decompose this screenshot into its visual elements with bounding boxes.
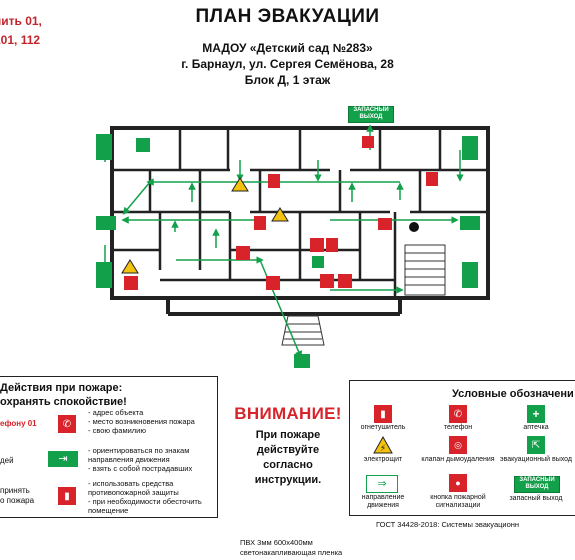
- legend-fire-extinguisher-icon: ▮: [374, 405, 392, 423]
- actions-heading-line2: охранять спокойствие!: [0, 396, 127, 408]
- call-item-2: - место возникновения пожара: [88, 417, 195, 426]
- evacuation-routes: [101, 124, 464, 359]
- legend-phone-icon: ✆: [449, 405, 467, 423]
- extinguish-instructions: - использовать средства противопожарной …: [88, 479, 202, 515]
- warning-line2: действуйте: [256, 444, 320, 456]
- call-label: ефону 01: [0, 419, 37, 428]
- actions-heading: Действия при пожаре: охранять спокойстви…: [0, 381, 127, 409]
- legend-label-first-aid: аптечка: [523, 424, 549, 431]
- extinguish-label-line2: о пожара: [0, 496, 35, 505]
- address: г. Барнаул, ул. Сергея Семёнова, 28: [181, 57, 394, 71]
- actions-heading-line1: Действия при пожаре:: [0, 382, 123, 394]
- call-instructions: - адрес объекта - место возникновения по…: [88, 408, 195, 435]
- footer-standard: ГОСТ 34428-2018: Системы эвакуационн: [376, 520, 520, 529]
- call-item-3: - свою фамилию: [88, 426, 146, 435]
- footer-material-line1: ПВХ 3мм 600х400мм: [240, 538, 313, 547]
- svg-text:⚡: ⚡: [380, 444, 386, 454]
- evacuate-item-3: - взять с собой пострадавших: [88, 464, 193, 473]
- org-name: МАДОУ «Детский сад №283»: [202, 41, 373, 55]
- legend-first-aid-icon: +: [527, 405, 545, 423]
- electrical-markers: [121, 177, 289, 274]
- exit-sign-line2: ВЫХОД: [359, 114, 383, 120]
- extinguish-label: принять о пожара: [0, 486, 34, 506]
- inner-walls: [112, 128, 488, 298]
- extinguish-label-line1: принять: [0, 486, 30, 495]
- warning-text: При пожаре действуйте согласно инструкци…: [228, 428, 348, 488]
- exit-sign-line1: ЗАПАСНЫЙ: [353, 107, 389, 113]
- stairs: [281, 244, 446, 346]
- first-aid-marker: [312, 256, 324, 268]
- emergency-exit-sign: ЗАПАСНЫЙ ВЫХОД: [348, 106, 394, 123]
- legend-evacuation-exit-icon: ⇱: [527, 436, 545, 454]
- fire-actions-panel: [0, 376, 218, 518]
- header-left-fragment: нить 01, 101, 112: [0, 12, 42, 50]
- evacuate-instructions: - ориентироваться по знакам направления …: [88, 446, 192, 473]
- evacuation-arrow-icon: ⇥: [48, 451, 78, 467]
- legend-label-electrical: электрощит: [363, 456, 403, 463]
- header-subtitle: МАДОУ «Детский сад №283» г. Барнаул, ул.…: [0, 40, 575, 88]
- legend-direction-arrow-icon: ⇒: [366, 475, 398, 493]
- legend-label-evac-exit: эвакуационный выход: [500, 456, 572, 463]
- legend-alarm-button-icon: ●: [449, 474, 467, 492]
- footer-material: ПВХ 3мм 600х400мм светонакапливающая пле…: [240, 538, 342, 558]
- legend-exit-sign-line1: ЗАПАСНЫЙ: [519, 477, 555, 483]
- call-item-1: - адрес объекта: [88, 408, 144, 417]
- extinguish-item-2: противопожарной защиты: [88, 488, 179, 497]
- header-left-line1: нить 01,: [0, 14, 42, 28]
- legend-electrical-panel-icon: ⚡: [373, 436, 393, 454]
- evacuate-item-1: - ориентироваться по знакам: [88, 446, 190, 455]
- extinguish-item-1: - использовать средства: [88, 479, 174, 488]
- legend-label-smoke-valve: клапан дымоудаления: [421, 456, 495, 463]
- legend-label-alarm: кнопка пожарной сигнализации: [430, 494, 486, 509]
- legend-label-phone: телефон: [443, 424, 473, 431]
- header-left-line2: 101, 112: [0, 33, 41, 47]
- legend-smoke-valve-icon: ◎: [449, 436, 467, 454]
- legend-emergency-exit-sign-icon: ЗАПАСНЫЙ ВЫХОД: [514, 476, 560, 493]
- warning-line1: При пожаре: [255, 429, 321, 441]
- warning-line3: согласно: [263, 459, 313, 471]
- legend-label-extinguisher: огнетушитель: [360, 424, 406, 431]
- block-floor: Блок Д, 1 этаж: [244, 73, 331, 87]
- evacuate-item-2: направления движения: [88, 455, 170, 464]
- legend-label-direction: направление движения: [361, 494, 405, 509]
- evacuate-label: дей: [0, 456, 14, 465]
- fire-extinguisher-icon: ▮: [58, 487, 76, 505]
- floor-plan: [96, 124, 490, 368]
- phone-icon: ✆: [58, 415, 76, 433]
- page-title: ПЛАН ЭВАКУАЦИИ: [195, 6, 380, 27]
- legend-label-emergency-exit: запасный выход: [509, 495, 563, 502]
- extinguish-item-4: помещение: [88, 506, 129, 515]
- column-marker: [409, 222, 419, 232]
- footer-material-line2: светонакапливающая пленка: [240, 548, 343, 557]
- legend-panel: [349, 380, 575, 516]
- equipment-icons: [124, 136, 438, 290]
- exit-signs: [96, 134, 480, 368]
- warning-title: ВНИМАНИЕ!: [234, 404, 342, 423]
- legend-exit-sign-line2: ВЫХОД: [525, 484, 549, 490]
- extinguish-item-3: - при необходимости обесточить: [88, 497, 202, 506]
- warning-line4: инструкции.: [254, 474, 322, 486]
- legend-title: Условные обозначени: [452, 388, 574, 400]
